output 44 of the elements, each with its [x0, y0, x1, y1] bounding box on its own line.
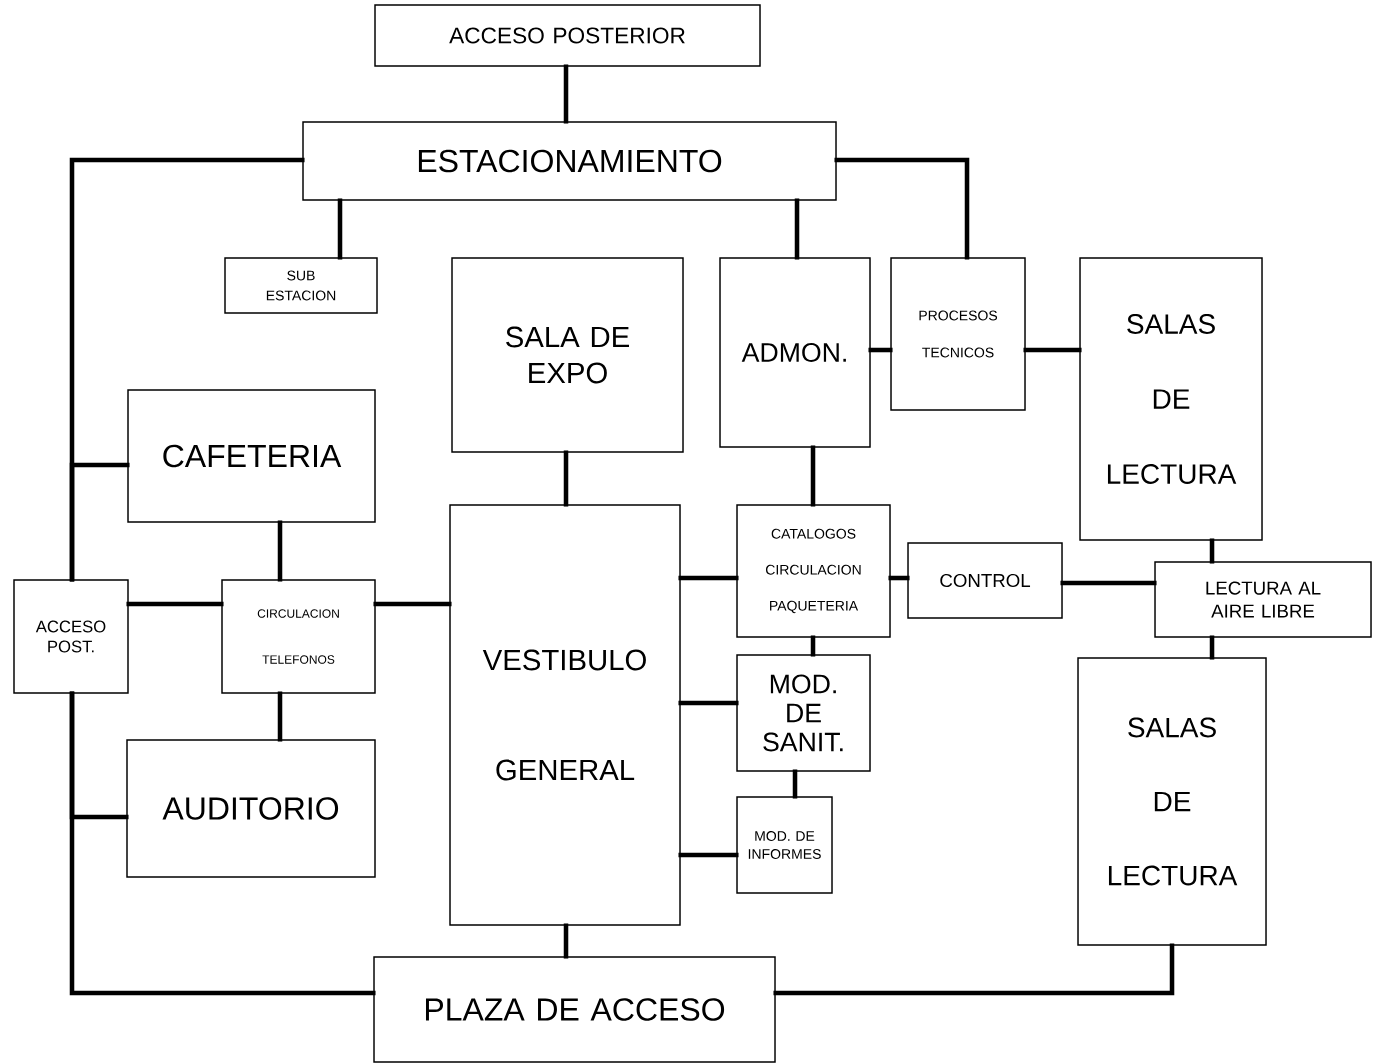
- room-box: SALAS DE LECTURA: [1079, 257, 1263, 541]
- room-box: PROCESOS TECNICOS: [890, 257, 1026, 411]
- room-box: AUDITORIO: [126, 739, 376, 878]
- room-box: ACCESO POST.: [13, 579, 129, 694]
- connector-line: [373, 601, 452, 607]
- room-box: ESTACIONAMIENTO: [302, 121, 837, 201]
- connector-line: [563, 64, 569, 124]
- connector-line: [563, 450, 569, 507]
- room-box: VESTIBULO GENERAL: [449, 504, 681, 926]
- connector-line: [868, 347, 893, 353]
- connector-line: [794, 198, 800, 260]
- room-box: SALAS DE LECTURA: [1077, 657, 1267, 946]
- connector-line: [1209, 538, 1215, 564]
- connector-line: [126, 601, 224, 607]
- room-box: CATALOGOS CIRCULACION PAQUETERIA: [736, 504, 891, 638]
- connector-line: [834, 157, 970, 260]
- connector-line: [337, 198, 343, 260]
- room-box: CAFETERIA: [127, 389, 376, 523]
- room-box: PLAZA DE ACCESO: [373, 956, 776, 1063]
- connector-line: [792, 769, 798, 799]
- room-box: MOD. DE SANIT.: [736, 654, 871, 772]
- connector-line: [810, 445, 816, 507]
- connector-line: [888, 575, 910, 581]
- room-box: SALA DE EXPO: [451, 257, 684, 453]
- connector-line: [1023, 347, 1082, 353]
- room-box: ADMON.: [719, 257, 871, 448]
- connector-line: [69, 462, 130, 582]
- connector-line: [773, 943, 1175, 996]
- connector-line: [69, 691, 129, 820]
- connector-line: [1209, 635, 1215, 660]
- connector-line: [1060, 580, 1157, 586]
- room-box: ACCESO POSTERIOR: [374, 4, 761, 67]
- connector-line: [678, 700, 739, 706]
- connector-line: [678, 575, 739, 581]
- room-box: SUB ESTACION: [224, 257, 378, 314]
- room-box: LECTURA AL AIRE LIBRE: [1154, 561, 1372, 638]
- room-box: CIRCULACION TELEFONOS: [221, 579, 376, 694]
- room-box: MOD. DE INFORMES: [736, 796, 833, 894]
- connector-line: [277, 520, 283, 582]
- connector-line: [277, 691, 283, 742]
- connector-line: [563, 923, 569, 959]
- connector-line: [810, 635, 816, 657]
- room-box: CONTROL: [907, 542, 1063, 619]
- connector-line: [678, 852, 739, 858]
